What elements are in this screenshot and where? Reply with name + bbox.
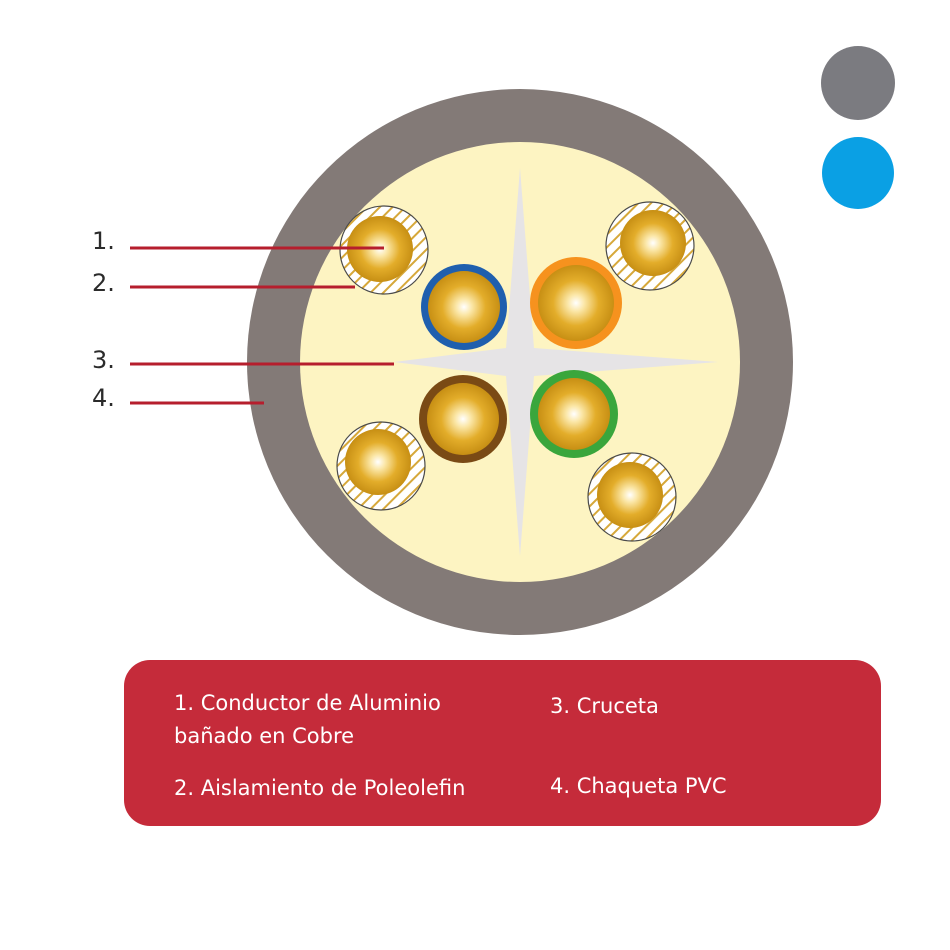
conductor-green bbox=[530, 370, 618, 458]
legend-item-3: 3. Cruceta bbox=[550, 694, 659, 718]
legend-item-1-line-1: 1. Conductor de Aluminio bbox=[174, 691, 441, 715]
leader-lines bbox=[130, 246, 394, 405]
conductor-bottom-right bbox=[587, 452, 677, 542]
marker-label-2: 2. bbox=[92, 269, 115, 297]
marker-label-1: 1. bbox=[92, 227, 115, 255]
legend-item-2: 2. Aislamiento de Poleolefin bbox=[174, 776, 466, 800]
conductor-blue bbox=[421, 264, 507, 350]
marker-label-4: 4. bbox=[92, 384, 115, 412]
conductor-orange bbox=[530, 257, 622, 349]
conductor-top-left bbox=[339, 205, 429, 295]
blue-swatch bbox=[822, 137, 894, 209]
conductor-bottom-left bbox=[336, 421, 426, 511]
legend-item-1-line-2: bañado en Cobre bbox=[174, 724, 355, 748]
legend-box: 1. Conductor de Aluminio bañado en Cobre… bbox=[124, 660, 881, 826]
marker-label-3: 3. bbox=[92, 346, 115, 374]
gray-swatch bbox=[821, 46, 895, 120]
conductor-top-right bbox=[605, 201, 695, 291]
conductor-brown bbox=[419, 375, 507, 463]
legend-item-4: 4. Chaqueta PVC bbox=[550, 774, 727, 798]
cross-separator bbox=[394, 168, 718, 556]
